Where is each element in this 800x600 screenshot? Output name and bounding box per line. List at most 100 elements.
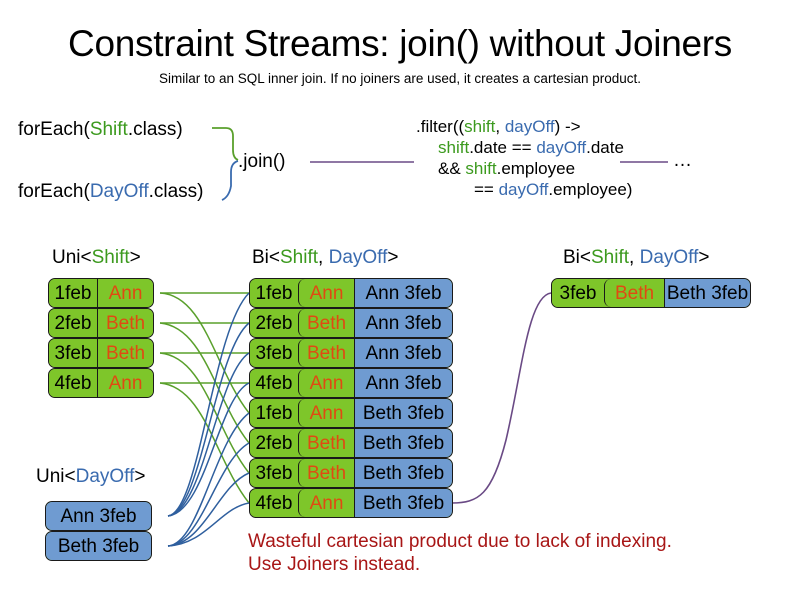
for-each-shift-type: Shift — [89, 119, 128, 140]
bi-dayoff-cell: Ann 3feb — [354, 369, 452, 397]
for-each-shift-suffix: .class) — [127, 119, 183, 140]
filter-shift-ref: shift — [438, 138, 470, 157]
shift-employee-cell: Ann — [97, 369, 153, 397]
filter-prefix: .filter(( — [416, 117, 465, 136]
bi-dayoff-cell: Beth 3feb — [354, 459, 452, 487]
bi-shift-employee-cell: Ann — [298, 489, 354, 517]
bi-dayoff-cell: Beth 3feb — [354, 489, 452, 517]
shift-link-group — [159, 292, 250, 504]
filter-eq: == — [474, 180, 499, 199]
bi-shift-date-cell: 3feb — [250, 459, 298, 487]
bi-right-type1: Shift — [591, 247, 630, 268]
join-call-label: .join() — [238, 151, 286, 172]
uni-dayoff-post: > — [134, 466, 146, 487]
brace-dayoff-to-join — [221, 160, 239, 201]
filter-line-2: shift.date == dayOff.date — [438, 137, 632, 158]
bi-right-comma: , — [629, 247, 640, 268]
warning-text: Wasteful cartesian product due to lack o… — [248, 531, 672, 575]
filter-line-1: .filter((shift, dayOff) -> — [416, 116, 632, 137]
filter-arg-dayoff: dayOff — [504, 117, 555, 136]
result-shift-employee-cell: Beth — [604, 279, 664, 307]
dayoff-label-cell: Ann 3feb — [46, 502, 151, 530]
result-shift-date-cell: 3feb — [552, 279, 604, 307]
bi-middle-caption: Bi<Shift, DayOff> — [252, 246, 398, 269]
bi-shift-date-cell: 4feb — [250, 369, 298, 397]
brace-shift-to-join — [212, 127, 239, 161]
shift-employee-cell: Beth — [97, 309, 153, 337]
bi-mid-type1: Shift — [280, 247, 319, 268]
bi-shift-employee-cell: Ann — [298, 399, 354, 427]
uni-shift-caption: Uni<Shift> — [52, 246, 141, 269]
bi-mid-pre: Bi< — [252, 247, 280, 268]
filter-arrow: ) -> — [554, 117, 581, 136]
bi-dayoff-cell: Beth 3feb — [354, 399, 452, 427]
bi-mid-post: > — [387, 247, 399, 268]
bi-mid-type2: DayOff — [328, 247, 388, 268]
bi-dayoff-cell: Beth 3feb — [354, 429, 452, 457]
filter-employee-prop: .employee — [496, 159, 576, 178]
uni-shift-post: > — [129, 247, 141, 268]
dayoff-label-cell: Beth 3feb — [46, 532, 151, 560]
bi-dayoff-cell: Ann 3feb — [354, 279, 452, 307]
uni-dayoff-pre: Uni< — [36, 466, 76, 487]
shift-employee-cell: Beth — [97, 339, 153, 367]
shift-date-cell: 4feb — [49, 369, 97, 397]
shift-date-cell: 3feb — [49, 339, 97, 367]
filter-date-eq: .date == — [469, 138, 537, 157]
filter-dayoff-ref-2: dayOff — [498, 180, 549, 199]
filter-dayoff-ref: dayOff — [536, 138, 587, 157]
uni-shift-type: Shift — [91, 247, 130, 268]
for-each-dayoff-type: DayOff — [89, 181, 149, 202]
bi-shift-date-cell: 3feb — [250, 339, 298, 367]
filter-shift-ref-2: shift — [465, 159, 497, 178]
bi-dayoff-cell: Ann 3feb — [354, 309, 452, 337]
filter-line-3: && shift.employee — [438, 158, 632, 179]
bi-shift-date-cell: 1feb — [250, 279, 298, 307]
bi-dayoff-cell: Ann 3feb — [354, 339, 452, 367]
result-dayoff-cell: Beth 3feb — [664, 279, 750, 307]
bi-shift-date-cell: 4feb — [250, 489, 298, 517]
filter-lambda-block: .filter((shift, dayOff) -> shift.date ==… — [416, 116, 632, 200]
for-each-dayoff-statement: forEach(DayOff.class) — [18, 180, 204, 203]
uni-shift-pre: Uni< — [52, 247, 92, 268]
uni-dayoff-type: DayOff — [75, 466, 135, 487]
shift-employee-cell: Ann — [97, 279, 153, 307]
uni-dayoff-caption: Uni<DayOff> — [36, 465, 146, 488]
filter-match-link — [451, 292, 552, 504]
dayoff-fact-card[interactable]: Beth 3feb — [45, 531, 152, 561]
bi-right-post: > — [698, 247, 710, 268]
bi-result-caption: Bi<Shift, DayOff> — [563, 246, 709, 269]
for-each-dayoff-suffix: .class) — [148, 181, 204, 202]
bi-shift-date-cell: 1feb — [250, 399, 298, 427]
dayoff-fact-card[interactable]: Ann 3feb — [45, 501, 152, 531]
for-each-shift-statement: forEach(Shift.class) — [18, 118, 183, 141]
filter-line-4: == dayOff.employee) — [474, 179, 632, 200]
bi-right-pre: Bi< — [563, 247, 591, 268]
bi-right-type2: DayOff — [639, 247, 699, 268]
filter-and: && — [438, 159, 466, 178]
bi-mid-comma: , — [318, 247, 329, 268]
bi-shift-date-cell: 2feb — [250, 429, 298, 457]
bi-shift-date-cell: 2feb — [250, 309, 298, 337]
bi-shift-employee-cell: Beth — [298, 309, 354, 337]
for-each-dayoff-prefix: forEach( — [18, 181, 90, 202]
filter-employee-prop-2: .employee) — [548, 180, 633, 199]
bi-shift-employee-cell: Ann — [298, 369, 354, 397]
page-subtitle: Similar to an SQL inner join. If no join… — [159, 71, 641, 86]
bi-shift-employee-cell: Beth — [298, 459, 354, 487]
bi-shift-employee-cell: Beth — [298, 429, 354, 457]
